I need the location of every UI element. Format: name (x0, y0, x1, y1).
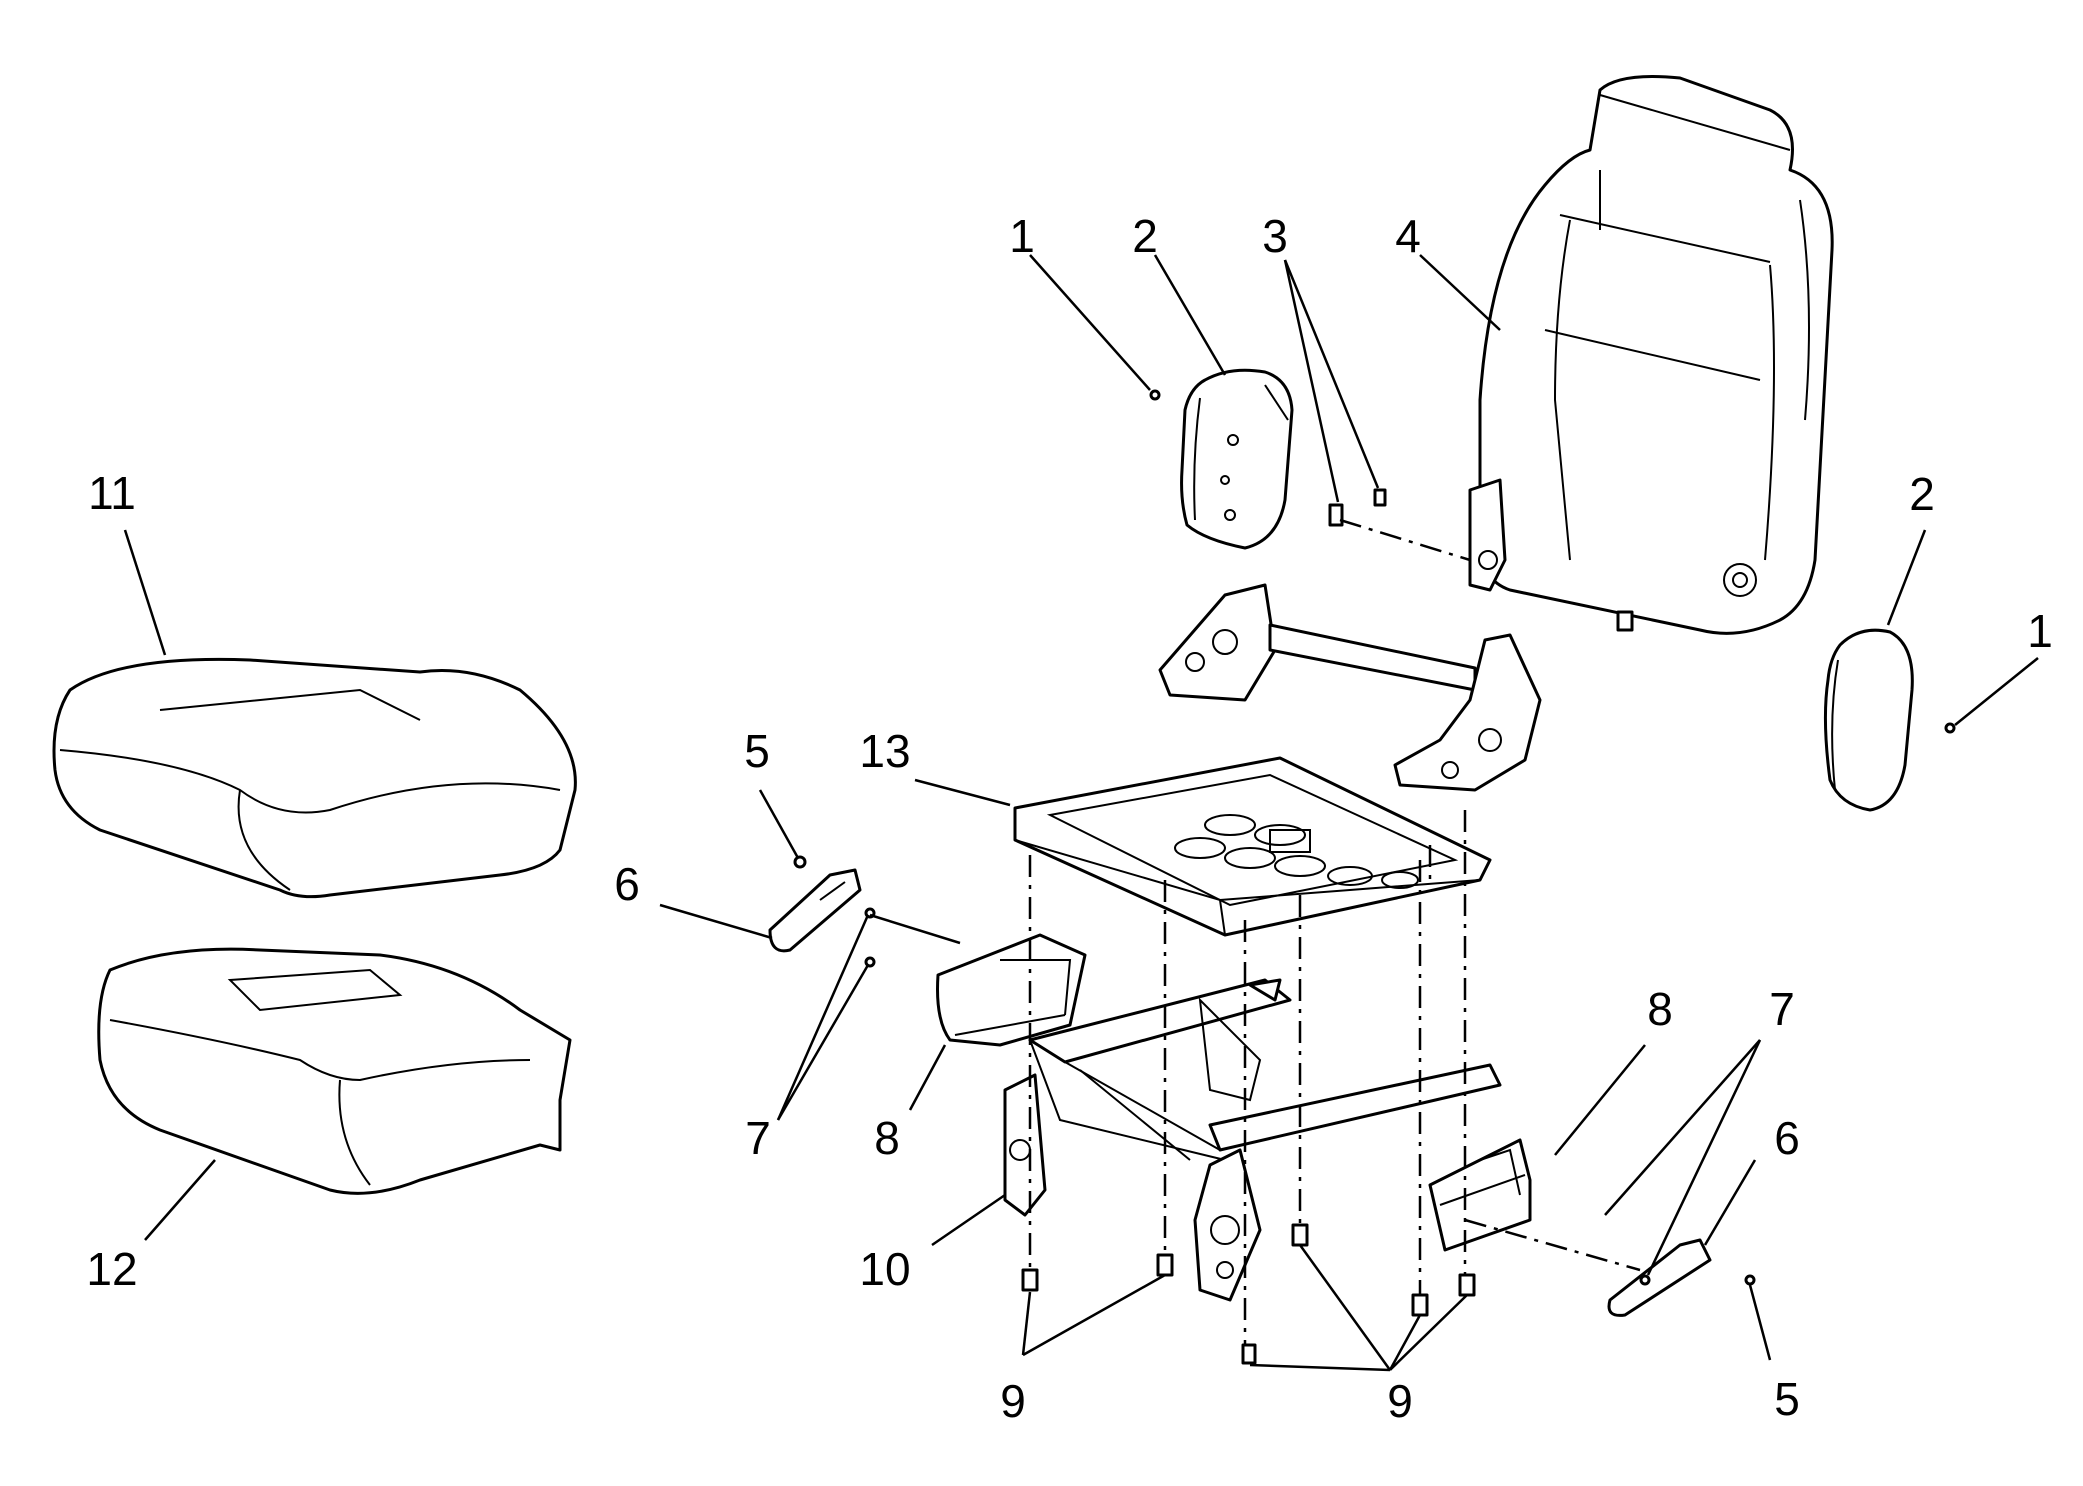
callout-2-left-panel: 2 (1132, 210, 1158, 262)
left-outer-trim (936, 933, 1087, 1047)
callout-13-cushion-frame: 13 (859, 725, 910, 777)
callout-9-right-bolts: 9 (1387, 1375, 1413, 1427)
cushion-frame (1013, 756, 1492, 937)
callout-9-left-bolts: 9 (1000, 1375, 1026, 1427)
left-side-trim-panel (1180, 368, 1294, 550)
callout-1-right-bolt: 1 (2027, 605, 2053, 657)
callout-4-seat-back: 4 (1395, 210, 1421, 262)
callouts: 1 2 3 4 2 1 11 5 13 6 7 8 12 10 9 9 8 7 … (86, 210, 2052, 1427)
alignment-lines (1028, 518, 1641, 1345)
cushion-pad (97, 947, 572, 1195)
callout-8-left-trim: 8 (874, 1112, 900, 1164)
callout-7-right-clips: 7 (1769, 983, 1795, 1035)
seat-adjuster (1003, 978, 1502, 1302)
cushion-cover (52, 657, 577, 899)
right-side-trim-panel (1823, 628, 1914, 812)
leader-lines (123, 254, 2039, 1372)
callout-11-cushion-cover: 11 (88, 467, 136, 519)
callout-2-right-panel: 2 (1909, 468, 1935, 520)
seat-back (1468, 75, 1834, 635)
callout-5-left-screw: 5 (744, 725, 770, 777)
callout-3-bolts: 3 (1262, 210, 1288, 262)
callout-6-left-handle: 6 (614, 858, 640, 910)
callout-10-adjuster: 10 (859, 1243, 910, 1295)
callout-7-left-clips: 7 (745, 1112, 771, 1164)
callout-1-left-bolt: 1 (1009, 210, 1035, 262)
callout-12-cushion-pad: 12 (86, 1243, 137, 1295)
recliner-frame (1158, 583, 1542, 792)
left-handle (768, 868, 862, 953)
callout-6-right-handle: 6 (1774, 1112, 1800, 1164)
right-outer-trim (1428, 1138, 1532, 1252)
callout-8-right-trim: 8 (1647, 983, 1673, 1035)
fasteners (793, 389, 1956, 1365)
callout-5-right-screw: 5 (1774, 1373, 1800, 1425)
right-handle (1607, 1238, 1712, 1317)
